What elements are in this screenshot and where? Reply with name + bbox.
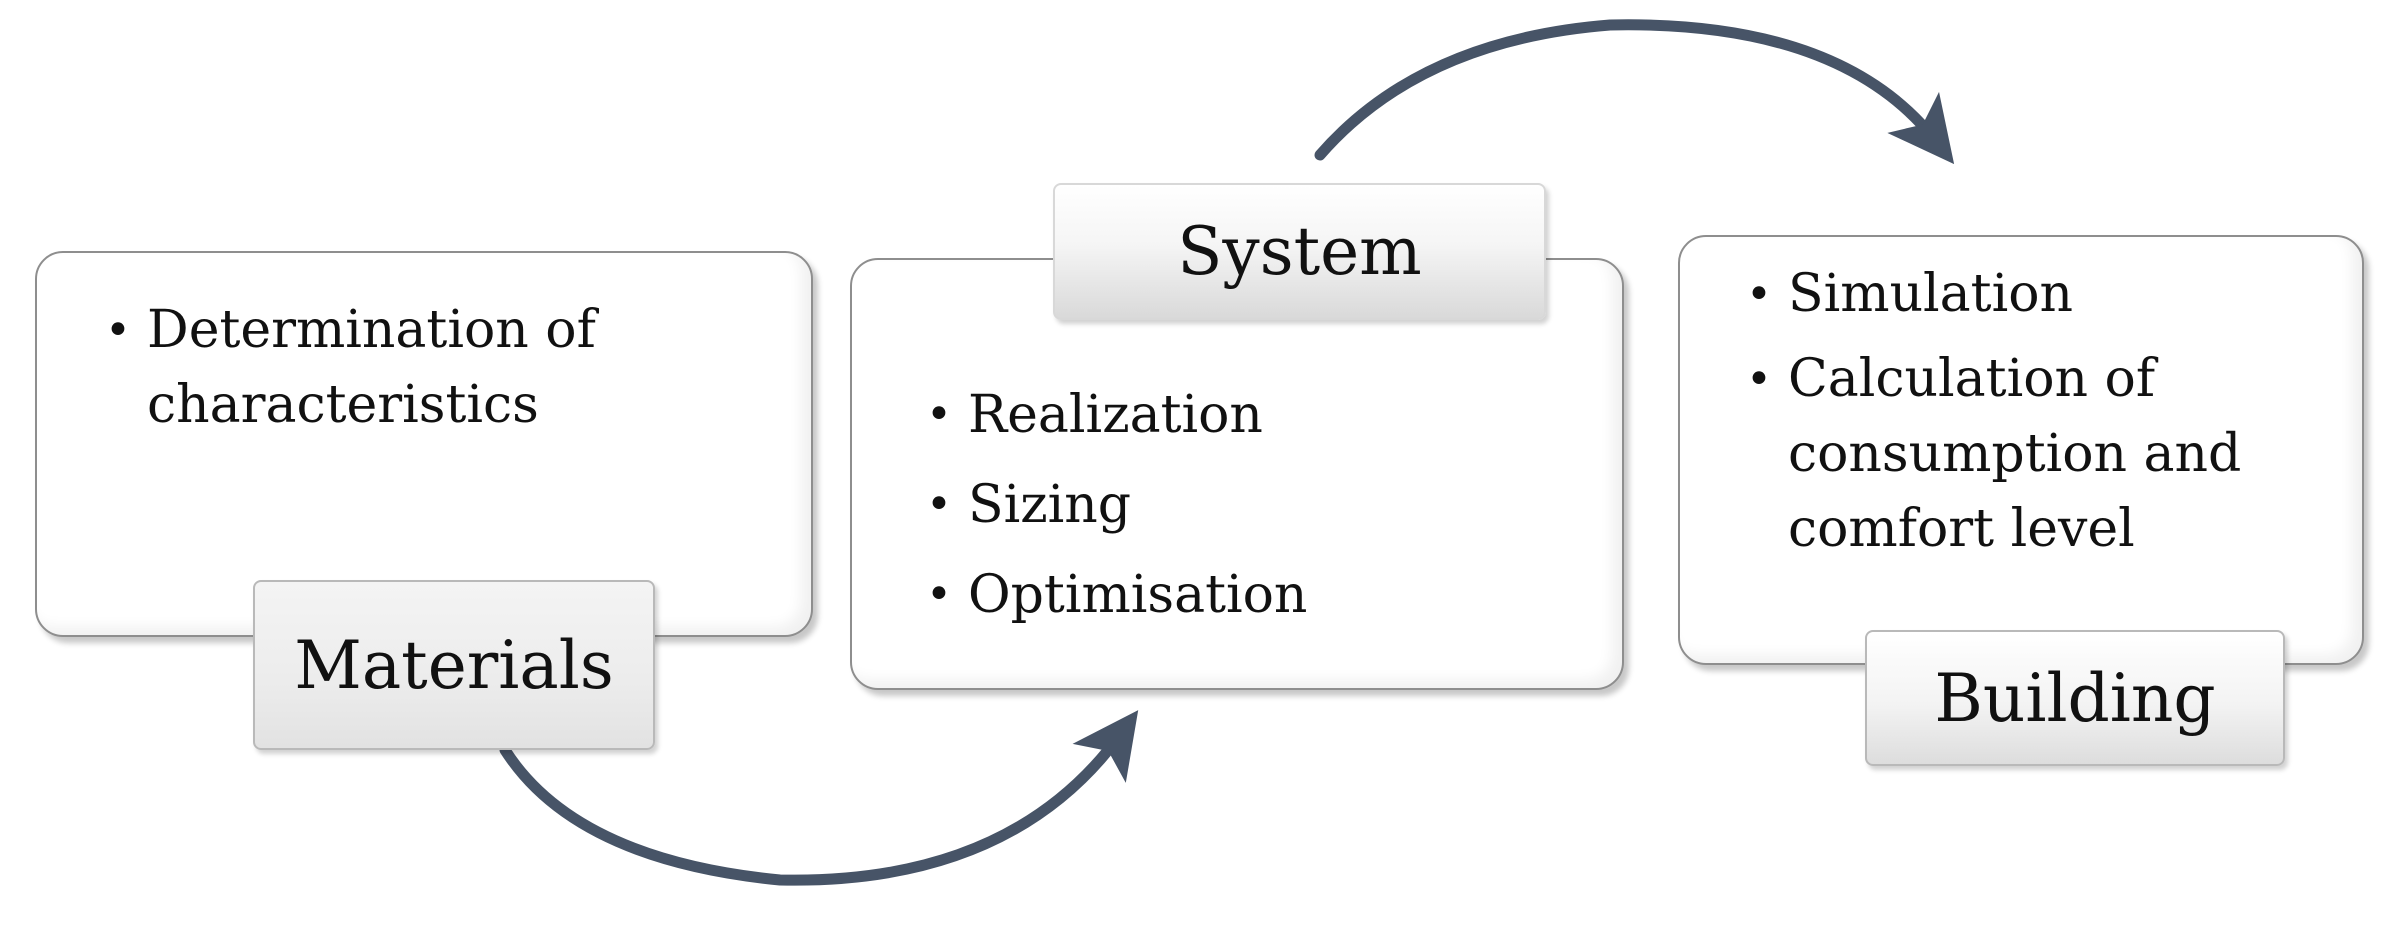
building-label: Building xyxy=(1865,630,2285,766)
list-item: • Sizing xyxy=(922,460,1502,550)
bullet-icon: • xyxy=(926,479,952,530)
bullet-text: Determination of characteristics xyxy=(147,300,596,435)
bullet-icon: • xyxy=(105,305,131,356)
system-label: System xyxy=(1053,183,1546,320)
bullet-icon: • xyxy=(926,569,952,620)
bullet-text: Simulation xyxy=(1788,264,2074,324)
list-item: • Realization xyxy=(922,370,1502,460)
building-bullet-list: • Simulation • Calculation of consumption … xyxy=(1742,257,2302,567)
bullet-text: Realization xyxy=(968,385,1263,445)
list-item: • Optimisation xyxy=(922,550,1502,640)
bullet-icon: • xyxy=(1746,354,1772,405)
list-item: • Calculation of consumption and comfort … xyxy=(1742,342,2302,567)
curved-arrow-icon xyxy=(499,710,1139,886)
list-item: • Simulation xyxy=(1742,257,2302,332)
materials-card: • Determination of characteristics xyxy=(35,251,813,637)
building-card: • Simulation • Calculation of consumption … xyxy=(1678,235,2364,665)
bullet-icon: • xyxy=(1746,269,1772,320)
materials-label: Materials xyxy=(253,580,655,750)
system-bullet-list: • Realization • Sizing • Optimisation xyxy=(922,370,1502,640)
curved-arrow-icon xyxy=(1314,19,1955,165)
bullet-text: Sizing xyxy=(968,475,1132,535)
bullet-text: Calculation of consumption and comfort l… xyxy=(1788,349,2242,559)
list-item: • Determination of characteristics xyxy=(101,293,681,443)
bullet-icon: • xyxy=(926,389,952,440)
materials-bullet-list: • Determination of characteristics xyxy=(101,293,681,443)
bullet-text: Optimisation xyxy=(968,565,1308,625)
system-card: • Realization • Sizing • Optimisation xyxy=(850,258,1624,690)
